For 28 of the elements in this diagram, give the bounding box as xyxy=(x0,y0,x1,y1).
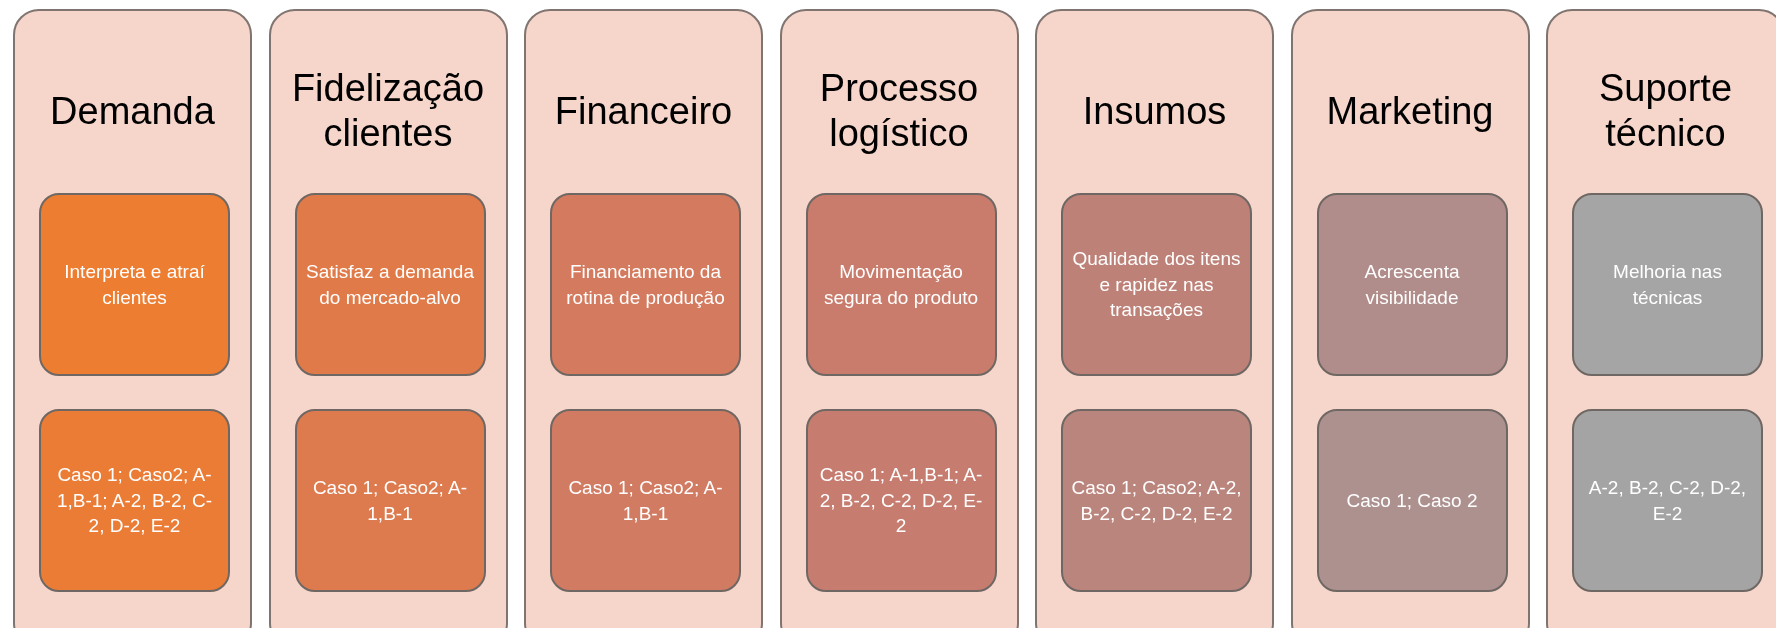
column-panel xyxy=(524,9,763,628)
case-box: Caso 1; Caso 2 xyxy=(1316,409,1508,592)
case-box: Caso 1; Caso2; A-2, B-2, C-2, D-2, E-2 xyxy=(1061,409,1252,592)
column-heading: Insumos xyxy=(1081,88,1228,134)
description-box: Satisfaz a demanda do mercado-alvo xyxy=(294,193,486,376)
column-heading: Financeiro xyxy=(553,88,734,134)
column-heading: Marketing xyxy=(1325,88,1495,134)
column-heading: Suporte técnico xyxy=(1597,66,1734,156)
case-box: Caso 1; Caso2; A-1,B-1 xyxy=(550,409,741,592)
description-box: Acrescenta visibilidade xyxy=(1316,193,1508,376)
column-heading: Demanda xyxy=(49,88,216,134)
case-box: Caso 1; Caso2; A-1,B-1 xyxy=(294,409,486,592)
column-heading: Processo logístico xyxy=(818,66,980,156)
column-heading: Fidelização clientes xyxy=(290,66,486,156)
description-box: Qualidade dos itens e rapidez nas transações xyxy=(1061,193,1252,376)
case-box: Caso 1; Caso2; A-1,B-1; A-2, B-2, C-2, D-2, E-2 xyxy=(39,409,230,592)
description-box: Movimentação segura do produto xyxy=(805,193,997,376)
description-box: Financiamento da rotina de produção xyxy=(550,193,741,376)
description-box: Interpreta e atraí clientes xyxy=(39,193,230,376)
column-panel xyxy=(13,9,252,628)
column-panel xyxy=(1035,9,1274,628)
description-box: Melhoria nas técnicas xyxy=(1572,193,1763,376)
column-panel xyxy=(1546,9,1776,628)
column-panel xyxy=(779,9,1019,628)
column-panel xyxy=(268,9,508,628)
column-panel xyxy=(1290,9,1530,628)
case-box: A-2, B-2, C-2, D-2, E-2 xyxy=(1572,409,1763,592)
case-box: Caso 1; A-1,B-1; A-2, B-2, C-2, D-2, E-2 xyxy=(805,409,997,592)
